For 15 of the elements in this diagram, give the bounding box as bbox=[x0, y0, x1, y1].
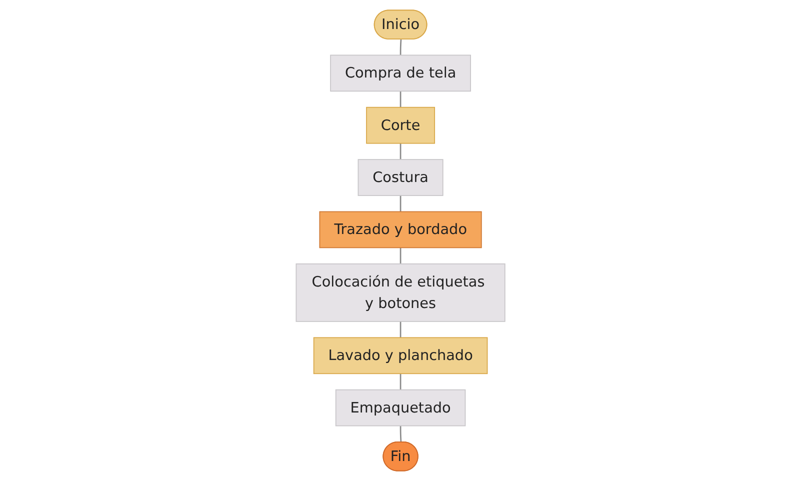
node-box: Costura bbox=[358, 159, 444, 196]
node-box: Lavado y planchado bbox=[313, 337, 488, 374]
connector bbox=[400, 143, 402, 160]
node-box: Corte bbox=[366, 106, 435, 144]
connector bbox=[400, 374, 402, 390]
node-box: Trazado y bordado bbox=[319, 211, 482, 248]
connector bbox=[400, 248, 402, 264]
connector bbox=[400, 91, 402, 108]
node-box: Empaquetado bbox=[335, 389, 466, 426]
connector bbox=[400, 39, 402, 56]
node-box: Colocación de etiquetas y botones bbox=[296, 263, 506, 322]
connector bbox=[400, 321, 402, 338]
node-box: Compra de tela bbox=[330, 54, 471, 92]
connector bbox=[400, 196, 402, 212]
connector bbox=[400, 426, 402, 442]
